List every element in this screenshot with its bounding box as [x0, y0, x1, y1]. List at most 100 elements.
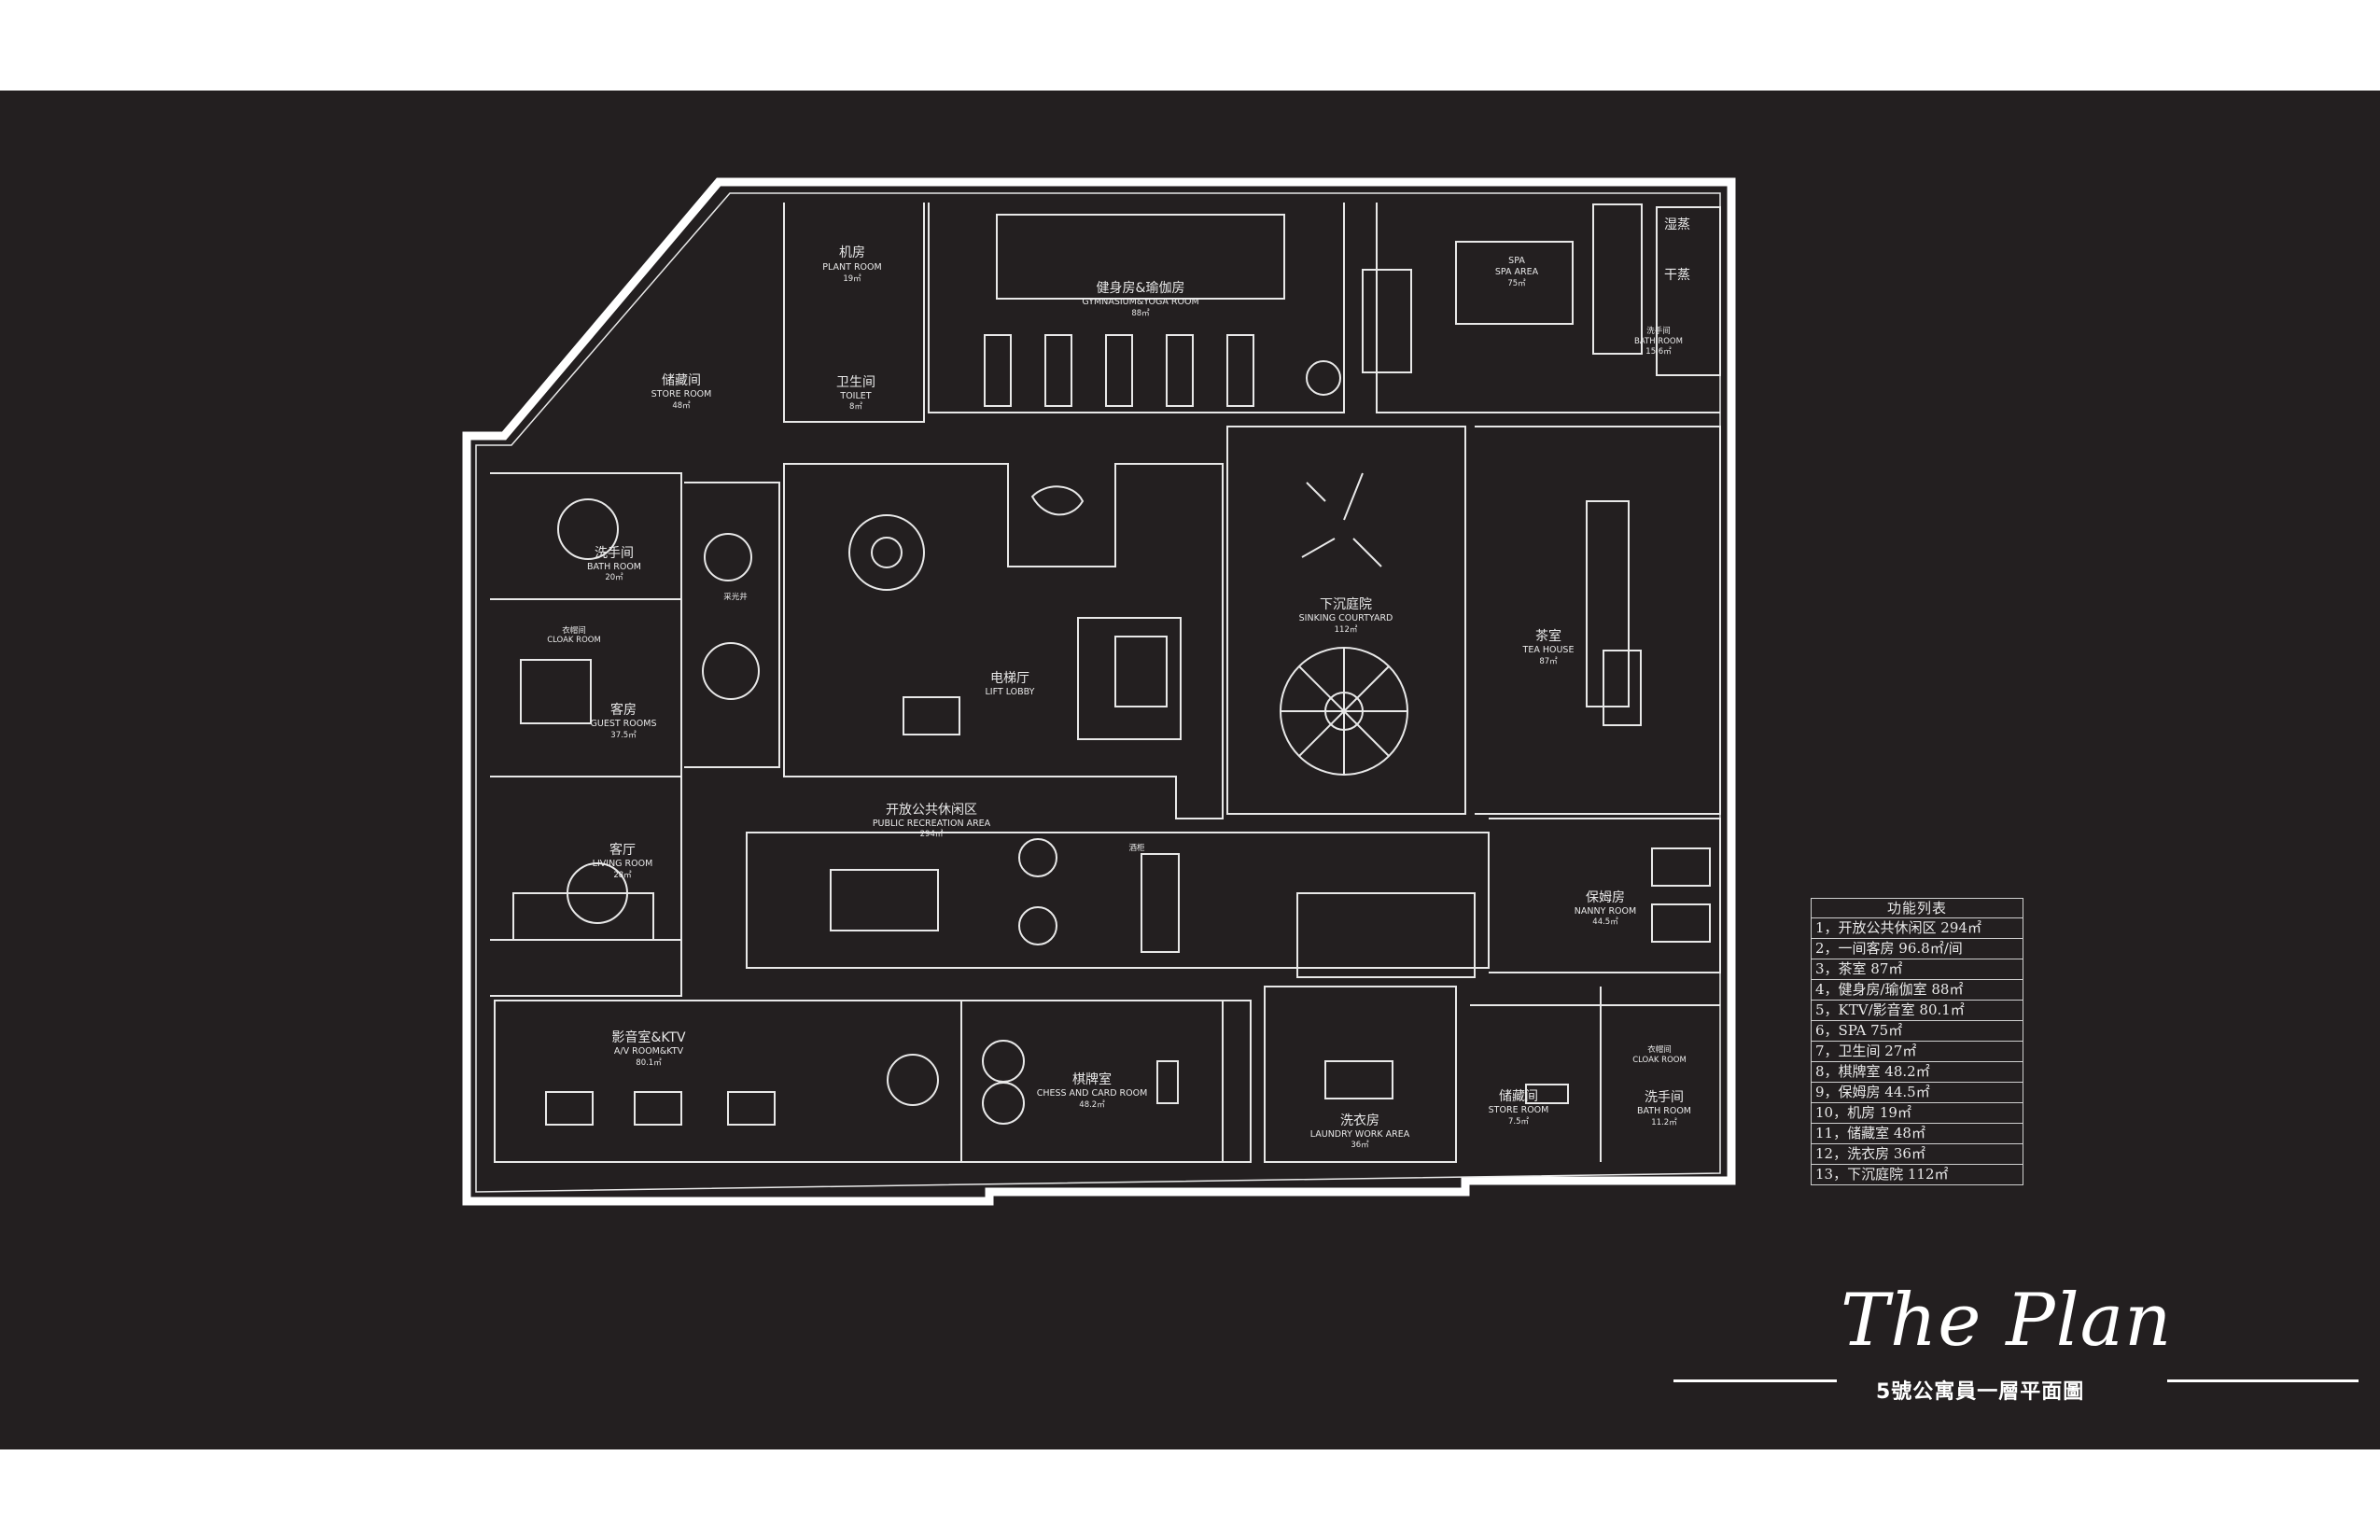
plant-lightwell-2: [702, 642, 760, 700]
wall: [783, 203, 1720, 423]
svg-text:48㎡: 48㎡: [672, 401, 691, 411]
plant-lightwell: [704, 533, 752, 581]
svg-text:LIFT LOBBY: LIFT LOBBY: [986, 687, 1035, 697]
svg-text:112㎡: 112㎡: [1335, 625, 1358, 635]
gym-label: 健身房&瑜伽房: [1097, 281, 1185, 296]
public-recreation-label: 开放公共休闲区: [886, 803, 977, 818]
svg-text:A/V ROOM&KTV: A/V ROOM&KTV: [614, 1046, 684, 1057]
svg-text:88㎡: 88㎡: [1131, 309, 1150, 318]
courtyard-tree: [1301, 472, 1382, 567]
guest-bed: [520, 659, 592, 724]
legend-item: 1，开放公共休闲区 294㎡: [1812, 917, 2023, 938]
plan-subtitle: 5號公寓員一層平面圖: [1876, 1380, 2085, 1404]
yoga-mat: [1306, 360, 1341, 396]
legend-item: 6，SPA 75㎡: [1812, 1020, 2023, 1041]
av-plant: [887, 1054, 939, 1106]
svg-text:干蒸: 干蒸: [1664, 268, 1690, 283]
svg-text:STORE ROOM: STORE ROOM: [651, 389, 712, 399]
spa-label: SPA: [1508, 256, 1525, 266]
svg-text:TEA HOUSE: TEA HOUSE: [1522, 645, 1575, 655]
legend-title: 功能列表: [1886, 900, 1947, 917]
svg-text:PLANT ROOM: PLANT ROOM: [822, 262, 881, 273]
legend-item: 3，茶室 87㎡: [1812, 959, 2023, 979]
svg-text:CLOAK ROOM: CLOAK ROOM: [547, 636, 601, 645]
room-labels: 机房 PLANT ROOM 19㎡ 健身房&瑜伽房 GYMNASIUM&YOGA…: [547, 217, 1691, 1150]
title-rule-left: [1673, 1379, 1837, 1382]
wall: [783, 463, 1224, 819]
courtyard-wall: [1226, 426, 1466, 815]
svg-text:SPA AREA: SPA AREA: [1495, 267, 1539, 277]
living-sofa: [512, 892, 654, 941]
spa-tub: [1362, 269, 1412, 373]
svg-text:NANNY ROOM: NANNY ROOM: [1575, 906, 1636, 917]
svg-text:酒柜: 酒柜: [1128, 843, 1145, 853]
svg-text:294㎡: 294㎡: [920, 830, 944, 839]
svg-text:11.2㎡: 11.2㎡: [1651, 1118, 1677, 1127]
svg-text:STORE ROOM: STORE ROOM: [1489, 1105, 1549, 1115]
legend-item: 12，洗衣房 36㎡: [1812, 1143, 2023, 1164]
svg-text:75㎡: 75㎡: [1507, 279, 1526, 288]
tea-table: [1586, 500, 1630, 707]
guest-rooms-label: 客房: [610, 702, 637, 718]
svg-text:采光井: 采光井: [723, 592, 748, 602]
living-room-label: 客厅: [609, 842, 636, 858]
svg-text:19㎡: 19㎡: [843, 274, 861, 284]
title-rule-right: [2167, 1379, 2359, 1382]
nanny-room-label: 保姆房: [1586, 890, 1625, 905]
lobby-console: [1077, 617, 1182, 740]
svg-text:储藏间: 储藏间: [1499, 1089, 1538, 1104]
svg-text:BATH ROOM: BATH ROOM: [587, 562, 641, 572]
laundry-label: 洗衣房: [1340, 1113, 1379, 1128]
store-room-label: 储藏间: [662, 373, 701, 388]
svg-text:SINKING COURTYARD: SINKING COURTYARD: [1299, 613, 1393, 623]
spa-beds: [1455, 241, 1574, 325]
svg-text:15.6㎡: 15.6㎡: [1645, 347, 1672, 357]
plant-room-label: 机房: [839, 245, 865, 260]
legend-item: 13，下沉庭院 112㎡: [1812, 1164, 2023, 1184]
svg-text:BATH ROOM: BATH ROOM: [1637, 1106, 1691, 1116]
svg-text:36㎡: 36㎡: [1351, 1141, 1369, 1150]
svg-text:PUBLIC RECREATION AREA: PUBLIC RECREATION AREA: [873, 819, 991, 829]
billiard-table: [830, 869, 939, 931]
svg-text:GYMNASIUM&YOGA ROOM: GYMNASIUM&YOGA ROOM: [1082, 297, 1198, 307]
lobby-round-table: [848, 514, 925, 591]
wall: [490, 472, 682, 997]
svg-text:卫生间: 卫生间: [836, 375, 875, 390]
svg-text:48.2㎡: 48.2㎡: [1079, 1100, 1105, 1110]
outer-wall: [462, 177, 1736, 1206]
svg-text:GUEST ROOMS: GUEST ROOMS: [591, 719, 657, 729]
svg-text:28㎡: 28㎡: [613, 871, 632, 880]
svg-text:衣帽间: 衣帽间: [562, 625, 586, 636]
svg-text:TOILET: TOILET: [839, 391, 871, 401]
bath-tub: [557, 498, 619, 560]
floor-plan: 机房 PLANT ROOM 19㎡ 健身房&瑜伽房 GYMNASIUM&YOGA…: [462, 177, 1736, 1206]
svg-text:44.5㎡: 44.5㎡: [1592, 917, 1618, 927]
treadmills: [984, 334, 1254, 407]
nanny-bed-1: [1651, 847, 1711, 887]
chess-chair: [982, 1040, 1025, 1083]
svg-text:80.1㎡: 80.1㎡: [636, 1058, 662, 1068]
lift-lobby-label: 电梯厅: [990, 671, 1029, 686]
legend-item: 11，储藏室 48㎡: [1812, 1123, 2023, 1143]
legend-item: 5，KTV/影音室 80.1㎡: [1812, 1000, 2023, 1020]
plan-title: The Plan: [1841, 1279, 2173, 1363]
svg-text:洗手间: 洗手间: [1646, 326, 1671, 336]
svg-text:衣帽间: 衣帽间: [1647, 1044, 1672, 1055]
svg-text:37.5㎡: 37.5㎡: [610, 731, 637, 740]
lift-shaft: [903, 696, 960, 735]
svg-text:LAUNDRY WORK AREA: LAUNDRY WORK AREA: [1310, 1129, 1410, 1140]
laundry-tables: [1324, 1060, 1393, 1099]
gym-rack: [996, 214, 1285, 300]
legend-item: 10，机房 19㎡: [1812, 1102, 2023, 1123]
legend-item: 9，保姆房 44.5㎡: [1812, 1082, 2023, 1102]
chess-room-label: 棋牌室: [1072, 1071, 1112, 1087]
function-legend: 功能列表 1，开放公共休闲区 294㎡ 2，一间客房 96.8㎡/间 3，茶室 …: [1811, 898, 2023, 1185]
svg-text:洗手间: 洗手间: [595, 546, 634, 561]
legend-item: 4，健身房/瑜伽室 88㎡: [1812, 979, 2023, 1000]
svg-text:8㎡: 8㎡: [849, 402, 862, 412]
svg-text:87㎡: 87㎡: [1539, 657, 1558, 666]
legend-item: 7，卫生间 27㎡: [1812, 1041, 2023, 1061]
svg-text:20㎡: 20㎡: [605, 573, 623, 582]
recreation-platform: [746, 832, 1490, 969]
svg-text:洗手间: 洗手间: [1645, 1090, 1684, 1105]
